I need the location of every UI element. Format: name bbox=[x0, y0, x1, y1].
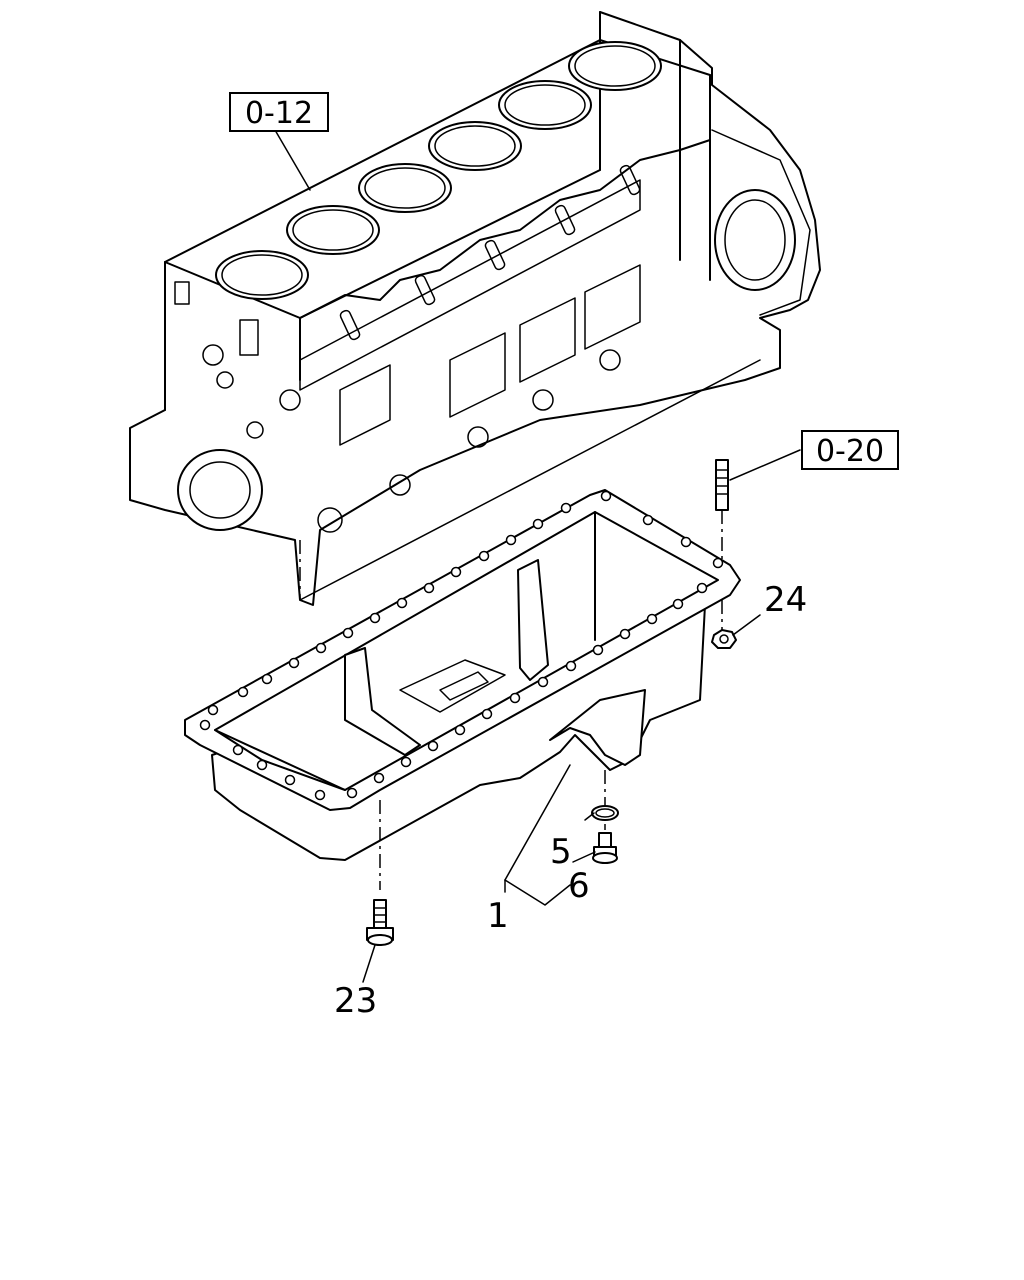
callout-pan-bolt[interactable]: 23 bbox=[334, 981, 377, 1021]
callout-oil-pan[interactable]: 1 bbox=[487, 896, 509, 936]
stud bbox=[715, 459, 729, 560]
drain-plug bbox=[592, 832, 618, 864]
callout-drain-plug[interactable]: 6 bbox=[568, 866, 590, 906]
ref-label-block: 0-12 bbox=[245, 96, 313, 131]
ref-label-stud: 0-20 bbox=[816, 434, 884, 469]
drain-parts bbox=[591, 770, 619, 864]
flange-bolt-holes bbox=[199, 490, 724, 801]
pan-bolt bbox=[366, 800, 394, 946]
engine-block bbox=[129, 11, 821, 606]
ref-box-stud[interactable]: 0-20 bbox=[801, 430, 899, 470]
callout-pan-nut[interactable]: 24 bbox=[764, 580, 807, 620]
block-side-details bbox=[174, 129, 811, 533]
ref-box-block[interactable]: 0-12 bbox=[229, 92, 329, 132]
pan-nut bbox=[711, 600, 737, 649]
callout-o-ring[interactable]: 5 bbox=[550, 832, 572, 872]
oil-pan bbox=[184, 489, 741, 861]
cylinder-bores bbox=[215, 41, 662, 300]
leader-lines bbox=[274, 129, 801, 983]
